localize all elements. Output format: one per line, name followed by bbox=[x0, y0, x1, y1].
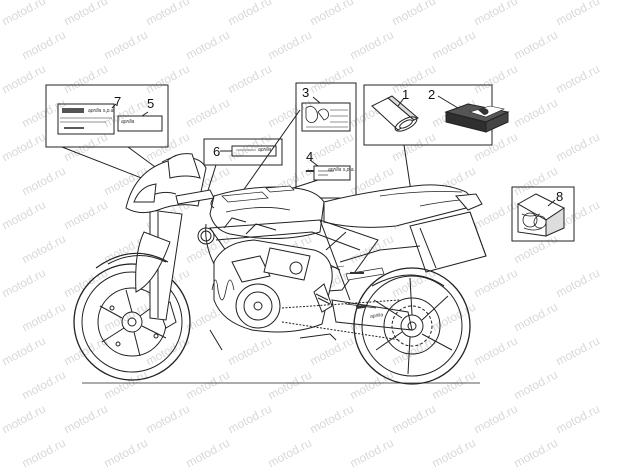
callout-number-7: 7 bbox=[114, 94, 122, 109]
callout-box-5-7 bbox=[45, 84, 169, 148]
callout-number-5: 5 bbox=[147, 96, 155, 111]
callout-number-1: 1 bbox=[402, 87, 410, 102]
rear-wheel bbox=[353, 267, 471, 385]
decal-7 bbox=[57, 103, 115, 135]
decal-4 bbox=[313, 165, 351, 181]
callout-number-6: 6 bbox=[213, 144, 221, 159]
leader-3 bbox=[239, 109, 301, 196]
callout-number-8: 8 bbox=[556, 189, 564, 204]
callout-number-3: 3 bbox=[302, 85, 310, 100]
decal-5 bbox=[117, 115, 163, 132]
callout-box-3-4 bbox=[295, 82, 357, 199]
tail-section bbox=[323, 184, 471, 228]
callout-number-2: 2 bbox=[428, 87, 436, 102]
decal-5-brand: aprilia bbox=[121, 119, 135, 125]
decal-6-brand: aprilia bbox=[258, 147, 272, 153]
decal-4-brand: aprilia s.p.a. bbox=[328, 167, 355, 173]
callout-number-4: 4 bbox=[306, 149, 314, 164]
callout-box-8 bbox=[511, 186, 575, 242]
decal-3 bbox=[301, 102, 351, 132]
decal-7-brand: aprilia s.p.a. bbox=[88, 108, 115, 114]
fuel-tank bbox=[209, 186, 325, 239]
exhaust bbox=[409, 211, 487, 273]
callout-box-6 bbox=[203, 138, 283, 166]
